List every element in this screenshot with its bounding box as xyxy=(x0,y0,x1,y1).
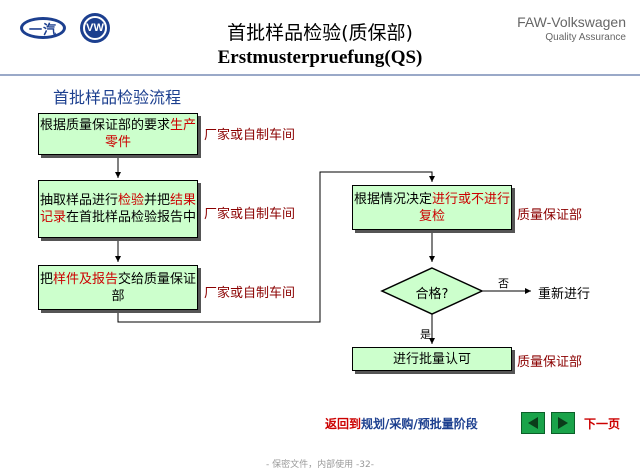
next-page-button[interactable] xyxy=(551,412,575,434)
step1-owner: 厂家或自制车间 xyxy=(204,128,296,143)
step5-owner: 质量保证部 xyxy=(517,355,583,370)
page-title: 首批样品检验(质保部) xyxy=(227,22,413,44)
right-arrow-icon xyxy=(558,417,568,429)
step-submit-report: 把样件及报告交给质量保证部 xyxy=(38,265,198,310)
step-sample-inspection: 抽取样品进行检验并把结果记录在首批样品检验报告中 xyxy=(38,180,198,238)
decision-no-label: 否 xyxy=(498,277,509,290)
step4-owner: 质量保证部 xyxy=(517,208,583,223)
brand-department: Quality Assurance xyxy=(545,32,626,43)
step-produce-parts: 根据质量保证部的要求生产零件 xyxy=(38,113,198,155)
step-batch-approval: 进行批量认可 xyxy=(352,347,512,371)
step2-owner: 厂家或自制车间 xyxy=(204,207,296,222)
header-divider xyxy=(0,74,640,76)
brand-name: FAW-Volkswagen xyxy=(517,14,626,30)
redo-label: 重新进行 xyxy=(538,287,591,302)
step-decide-recheck: 根据情况决定进行或不进行复检 xyxy=(352,185,512,230)
connector-step3-step4 xyxy=(117,171,435,323)
brand-block: FAW-Volkswagen Quality Assurance xyxy=(517,14,626,43)
section-title: 首批样品检验流程 xyxy=(53,88,182,107)
next-page-link[interactable]: 下一页 xyxy=(584,417,621,431)
faw-logo: 一汽 xyxy=(20,17,66,39)
decision-yes-label: 是 xyxy=(420,328,431,341)
left-arrow-icon xyxy=(528,417,538,429)
vw-logo: VW xyxy=(80,13,110,43)
decision-label: 合格? xyxy=(415,287,449,302)
prev-page-button[interactable] xyxy=(521,412,545,434)
step3-owner: 厂家或自制车间 xyxy=(204,286,296,301)
page-subtitle: Erstmusterpruefung(QS) xyxy=(217,47,423,68)
page-footer: - 保密文件，内部使用 -32- xyxy=(266,460,374,470)
back-to-phase-link[interactable]: 返回到规划/采购/预批量阶段 xyxy=(325,417,478,431)
